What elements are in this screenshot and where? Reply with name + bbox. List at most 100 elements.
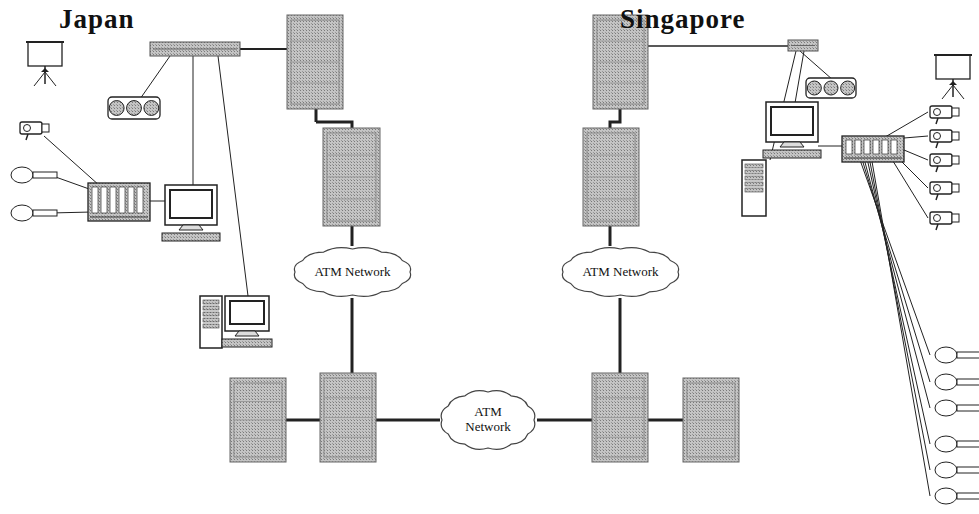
- camera-grip: [936, 118, 938, 124]
- hub-body: [150, 42, 240, 56]
- screen-bar: [934, 54, 972, 56]
- camera-lens: [952, 156, 959, 164]
- camera-lens: [952, 132, 959, 140]
- screen-surface: [28, 42, 62, 66]
- mic-handle: [957, 493, 979, 499]
- computer-monitor: [222, 296, 272, 347]
- tripod-head: [41, 68, 49, 72]
- pc-tower: [200, 296, 222, 348]
- speaker-cone: [807, 81, 821, 95]
- network-hub: [788, 40, 818, 51]
- mic-head: [935, 374, 957, 390]
- av-mixer: [88, 183, 150, 221]
- rack-shelf: [596, 417, 644, 418]
- drive-bay: [203, 306, 219, 310]
- rack-frame: [291, 20, 339, 104]
- screen-bar: [26, 41, 64, 43]
- switch-rack: [583, 128, 639, 226]
- tripod-leg: [34, 72, 45, 86]
- rack-shelf: [687, 420, 735, 421]
- drive-bay: [203, 300, 219, 304]
- keyboard: [222, 339, 272, 347]
- country-label: Japan: [59, 4, 135, 35]
- video-camera: [20, 122, 49, 140]
- monitor-stand: [235, 331, 259, 336]
- projection-screen: [934, 55, 972, 99]
- mic-head: [11, 205, 33, 221]
- rack-body: [323, 128, 380, 226]
- camera-grip: [936, 166, 938, 172]
- cloud-label: ATM Network: [461, 405, 516, 435]
- speaker-cone: [127, 101, 142, 116]
- atm-cloud: ATM Network: [560, 246, 681, 298]
- rack-shelf: [324, 397, 372, 398]
- cloud-label: ATM Network: [582, 265, 658, 280]
- rack-shelf: [587, 155, 635, 156]
- camera-reel: [934, 157, 941, 164]
- speaker-unit: [806, 78, 856, 98]
- rack-body: [583, 128, 639, 226]
- atm-cloud: ATM Network: [439, 389, 537, 451]
- rack-shelf: [327, 177, 376, 178]
- hub-port-row: [153, 49, 237, 50]
- wire: [872, 160, 930, 496]
- camera-body: [930, 182, 952, 194]
- wire: [864, 160, 930, 408]
- microphone: [935, 374, 979, 390]
- mic-head: [935, 436, 957, 452]
- wire: [193, 56, 194, 186]
- rack-shelf: [597, 83, 644, 84]
- mixer-case: [842, 136, 904, 162]
- mic-head: [935, 462, 957, 478]
- drive-bay: [203, 312, 219, 316]
- mic-handle: [957, 405, 979, 411]
- rack-shelf: [597, 41, 644, 42]
- cloud-shape: [562, 248, 678, 297]
- speaker-cone: [841, 81, 855, 95]
- country-label: Singapore: [620, 4, 746, 35]
- mixer-slot: [137, 187, 143, 213]
- drive-bay: [203, 324, 219, 328]
- video-camera: [930, 182, 959, 200]
- drive-bay: [745, 182, 763, 186]
- mic-handle: [957, 467, 979, 473]
- video-camera: [930, 154, 959, 172]
- switch-rack: [592, 373, 648, 462]
- screen-surface: [936, 55, 970, 79]
- tower-case: [742, 160, 766, 216]
- rack-body: [683, 378, 739, 462]
- rack-shelf: [596, 437, 644, 438]
- network-hub: [150, 42, 240, 56]
- speaker-case: [108, 97, 160, 119]
- switch-rack: [230, 378, 286, 462]
- mixer-rail: [90, 217, 148, 218]
- mixer-slot: [891, 140, 897, 154]
- monitor-stand: [780, 142, 804, 147]
- pc-tower: [742, 160, 766, 216]
- rack-body: [320, 373, 376, 462]
- speaker-cone: [824, 81, 838, 95]
- rack-shelf: [596, 397, 644, 398]
- camera-body: [930, 130, 952, 142]
- microphone: [935, 462, 979, 478]
- switch-rack: [320, 373, 376, 462]
- rack-frame: [587, 133, 635, 221]
- rack-body: [287, 15, 343, 109]
- microphone: [935, 400, 979, 416]
- camera-grip: [936, 142, 938, 148]
- tripod-head: [949, 81, 957, 85]
- wire: [818, 146, 842, 147]
- mixer-slot: [128, 187, 134, 213]
- rack-frame: [234, 383, 282, 457]
- camera-grip: [936, 224, 938, 230]
- av-mixer: [842, 136, 904, 162]
- drive-bay: [745, 176, 763, 180]
- camera-lens: [952, 108, 959, 116]
- trunk-line: [315, 108, 318, 122]
- rack-shelf: [597, 62, 644, 63]
- mixer-slot: [864, 140, 870, 154]
- camera-lens: [952, 184, 959, 192]
- tripod-leg: [942, 85, 953, 99]
- atm-cloud: ATM Network: [292, 246, 413, 298]
- wire: [795, 51, 804, 103]
